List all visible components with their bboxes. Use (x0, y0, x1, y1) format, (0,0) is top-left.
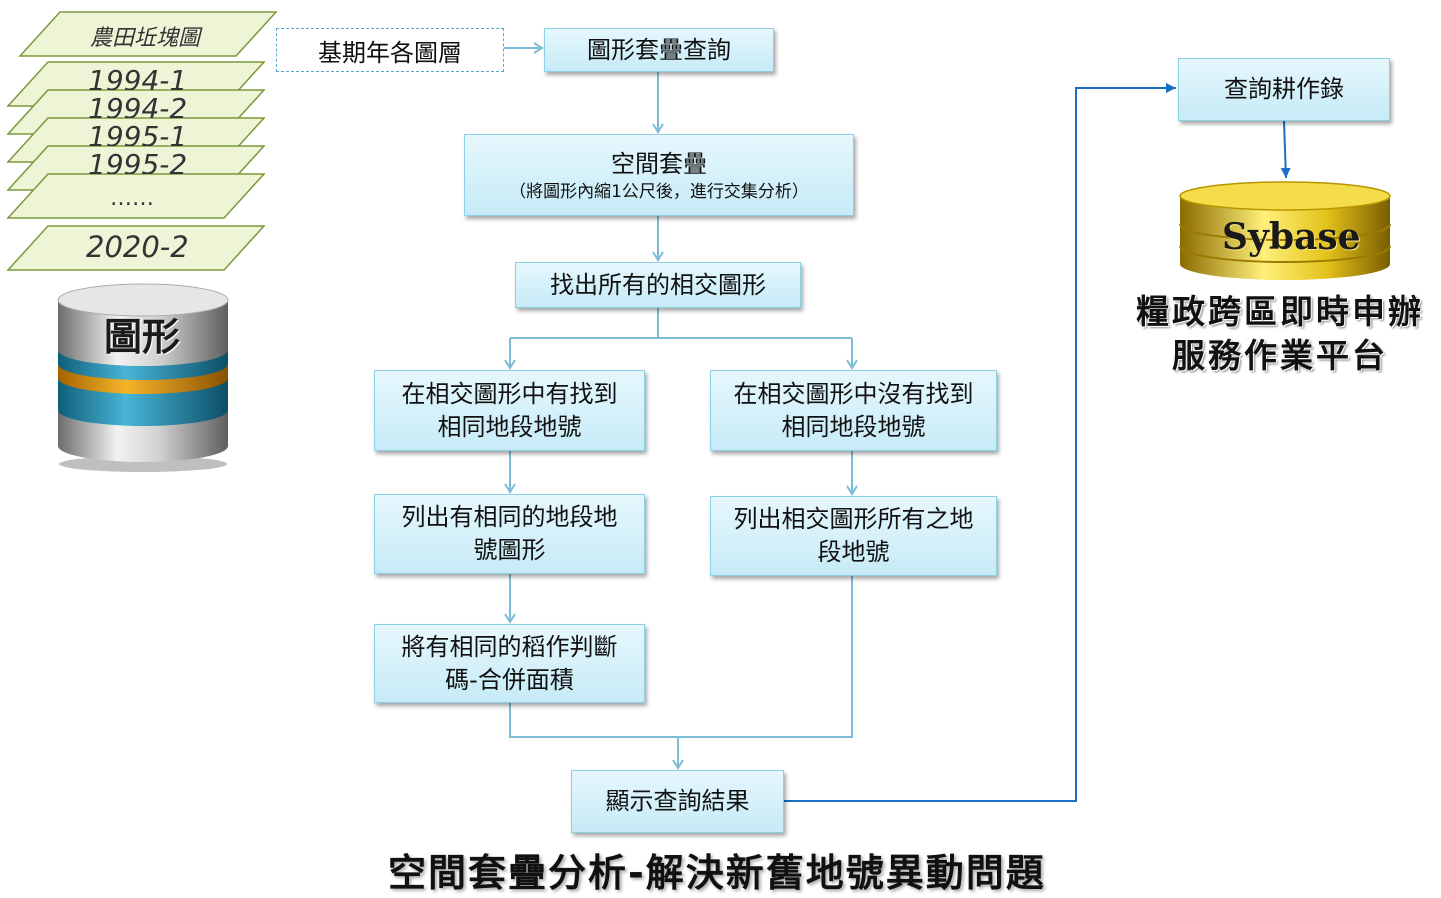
overlay-query-box: 圖形套疊查詢 (544, 28, 774, 72)
source-layers-box: 基期年各圖層 (276, 28, 504, 72)
layers-title: 農田坵塊圖 (90, 26, 201, 51)
layer-year-1: 1994-1 (88, 64, 188, 90)
database-icon (57, 283, 229, 472)
layer-year-last: 2020-2 (86, 230, 189, 264)
show-results-box: 顯示查詢結果 (571, 770, 784, 833)
sybase-label: Sybase (1222, 216, 1361, 258)
layer-year-3: 1995-1 (88, 120, 188, 146)
spatial-overlay-box: 空間套疊 （將圖形內縮1公尺後，進行交集分析） (464, 134, 854, 216)
find-intersections-box: 找出所有的相交圖形 (515, 262, 801, 308)
diagram-caption: 空間套疊分析-解決新舊地號異動問題 (388, 851, 1046, 895)
map-layers-stack (6, 11, 278, 271)
layer-year-2: 1994-2 (88, 92, 188, 118)
farm-record-box: 查詢耕作錄 (1178, 58, 1390, 121)
platform-title-line1: 糧政跨區即時申辦 (1136, 292, 1424, 331)
spatial-overlay-title: 空間套疊 (611, 149, 707, 178)
list-all-parcels-box: 列出相交圖形所有之地段地號 (710, 496, 997, 576)
spatial-overlay-note: （將圖形內縮1公尺後，進行交集分析） (509, 181, 809, 202)
sybase-database-icon (1179, 181, 1391, 280)
merge-area-box: 將有相同的稻作判斷碼-合併面積 (374, 624, 645, 703)
platform-title-line2: 服務作業平台 (1172, 336, 1388, 375)
layer-ellipsis: …… (110, 186, 154, 211)
database-label: 圖形 (104, 315, 181, 359)
no-same-parcel-box: 在相交圖形中沒有找到相同地段地號 (710, 370, 997, 451)
platform-title: 糧政跨區即時申辦 服務作業平台 (1128, 290, 1432, 378)
layer-year-4: 1995-2 (88, 148, 188, 174)
found-same-parcel-box: 在相交圖形中有找到相同地段地號 (374, 370, 645, 451)
list-same-parcels-box: 列出有相同的地段地號圖形 (374, 494, 645, 574)
